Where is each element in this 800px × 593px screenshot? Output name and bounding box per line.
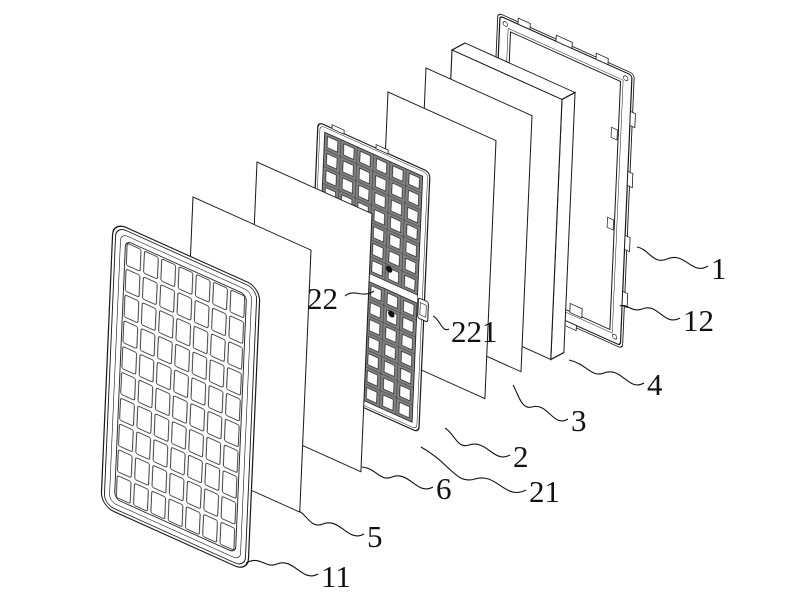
front-cover-grid-area: [114, 240, 247, 553]
mesh-frame-top-tab-2: [375, 144, 389, 155]
front-cover-rim-line: [109, 235, 252, 559]
leader-line-11: [245, 559, 319, 577]
front-cover-grid-border: [114, 242, 247, 552]
part-label-21: 21: [529, 474, 560, 509]
rear-frame-side-tab-4: [621, 290, 629, 309]
part-label-11: 11: [321, 559, 351, 593]
part-label-2: 2: [513, 439, 529, 474]
mesh-pin-dot-upper: [385, 265, 393, 273]
leader-line-2: [444, 427, 511, 458]
rear-frame-side-tab-2: [626, 170, 634, 189]
part-label-3: 3: [571, 403, 587, 438]
mesh-frame-top-tab-1: [331, 124, 345, 135]
mesh-side-hook-detail: [419, 302, 427, 318]
rear-frame-hole-tr: [623, 75, 629, 81]
rear-frame-clip-1: [610, 126, 618, 141]
mesh-pin-dot-lower: [388, 310, 395, 318]
part-label-5: 5: [367, 519, 383, 554]
leader-line-5: [298, 510, 365, 537]
front-cover-waffle-grid: [114, 240, 247, 553]
leader-line-12: [619, 304, 681, 321]
leader-line-3: [512, 384, 569, 422]
part-label-4: 4: [647, 367, 663, 402]
leader-line-22: [344, 290, 375, 297]
rear-frame-top-tab-1: [517, 17, 531, 31]
rear-frame-hole-tl: [502, 21, 508, 27]
rear-frame-connector-4: [569, 302, 583, 319]
rear-frame-side-tab-3: [624, 234, 631, 253]
part-labels: 1 12 4 3 2 21 221 22 6 5 11: [307, 251, 727, 593]
component-front-cover: [100, 225, 261, 568]
rear-frame-top-tab-2: [555, 34, 573, 49]
rear-frame-clip-2: [606, 216, 614, 231]
part-label-22: 22: [307, 281, 338, 316]
rear-frame-hole-br: [612, 333, 618, 340]
part-label-6: 6: [436, 471, 452, 506]
part-label-221: 221: [451, 314, 498, 349]
mesh-side-hook-221: [417, 297, 429, 323]
rear-frame-side-tab-1: [629, 110, 636, 129]
leader-line-221: [432, 315, 450, 331]
leader-line-4: [568, 359, 645, 386]
rear-frame-top-tab-3: [595, 52, 609, 66]
leader-lines: [245, 246, 709, 577]
part-label-1: 1: [711, 251, 727, 286]
part-label-12: 12: [683, 303, 714, 338]
leader-line-21: [420, 446, 527, 493]
leader-line-6: [361, 466, 434, 490]
leader-line-1: [636, 246, 709, 269]
